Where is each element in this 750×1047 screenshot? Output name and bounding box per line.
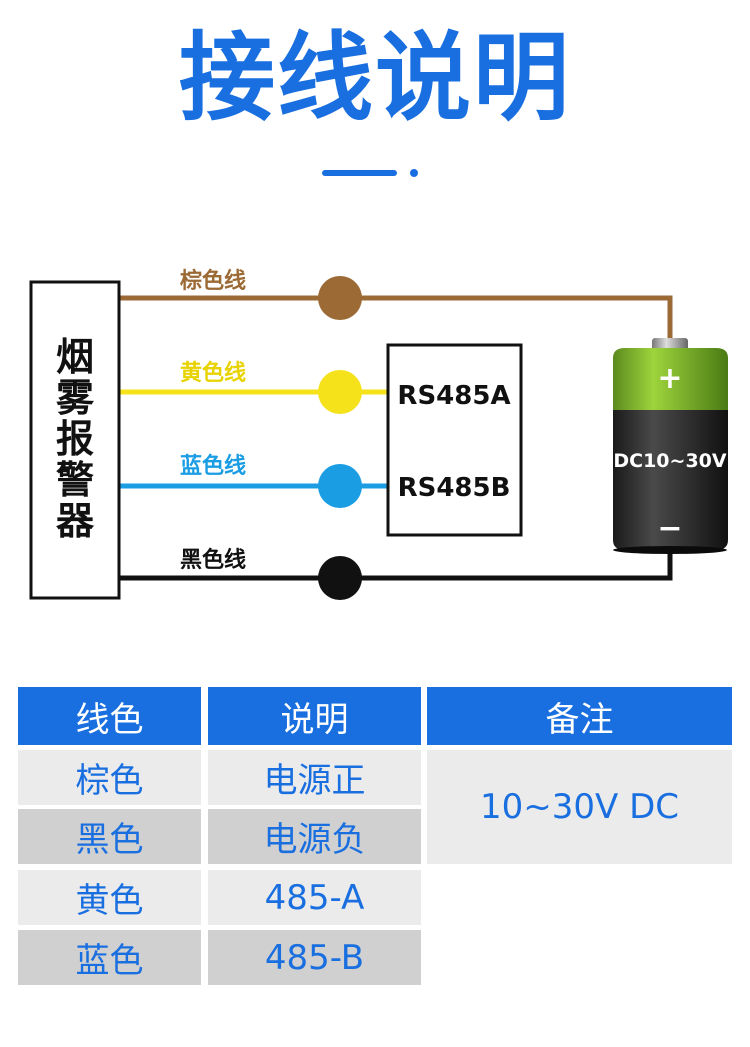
wiring-diagram: 棕色线 黄色线 蓝色线 黑色线 烟雾报警器 RS485A RS485B + DC… — [29, 268, 728, 600]
rs485-b-label: RS485B — [398, 473, 511, 503]
table-cell-description: 485-A — [208, 870, 421, 925]
table-cell-description: 电源负 — [208, 809, 421, 864]
battery-plus-symbol: + — [657, 361, 682, 396]
table-cell-wire-color: 蓝色 — [18, 930, 201, 985]
page-title: 接线说明 — [179, 22, 571, 134]
alarm-device-label: 烟雾报警器 — [56, 335, 95, 543]
rs485-box — [386, 343, 523, 537]
wiring-table: 线色 说明 备注 棕色 电源正 黑色 电源负 10~30V DC 黄色 485-… — [18, 687, 732, 987]
black-wire-label: 黑色线 — [180, 547, 246, 573]
table-cell-note: 10~30V DC — [427, 750, 732, 864]
table-header-description: 说明 — [208, 687, 421, 745]
table-cell-description: 485-B — [208, 930, 421, 985]
table-header-wire-color: 线色 — [18, 687, 201, 745]
brown-terminal-dot — [318, 276, 362, 320]
title-underline-dot — [410, 169, 418, 177]
alarm-device-box — [29, 280, 121, 600]
battery-icon — [613, 338, 728, 554]
blue-terminal-dot — [318, 464, 362, 508]
table-cell-wire-color: 黄色 — [18, 870, 201, 925]
black-wire — [120, 548, 673, 581]
battery-voltage-label: DC10~30V — [613, 450, 727, 472]
black-terminal-dot — [318, 556, 362, 600]
table-cell-description: 电源正 — [208, 750, 421, 805]
rs485-a-label: RS485A — [397, 381, 510, 411]
brown-wire — [120, 295, 673, 348]
yellow-terminal-dot — [318, 370, 362, 414]
battery-minus-symbol: − — [657, 511, 682, 546]
yellow-wire-label: 黄色线 — [180, 360, 246, 386]
table-cell-wire-color: 棕色 — [18, 750, 201, 805]
brown-wire-label: 棕色线 — [180, 268, 246, 294]
table-header-notes: 备注 — [427, 687, 732, 745]
table-cell-wire-color: 黑色 — [18, 809, 201, 864]
title-underline — [322, 170, 397, 176]
blue-wire-label: 蓝色线 — [180, 453, 246, 479]
